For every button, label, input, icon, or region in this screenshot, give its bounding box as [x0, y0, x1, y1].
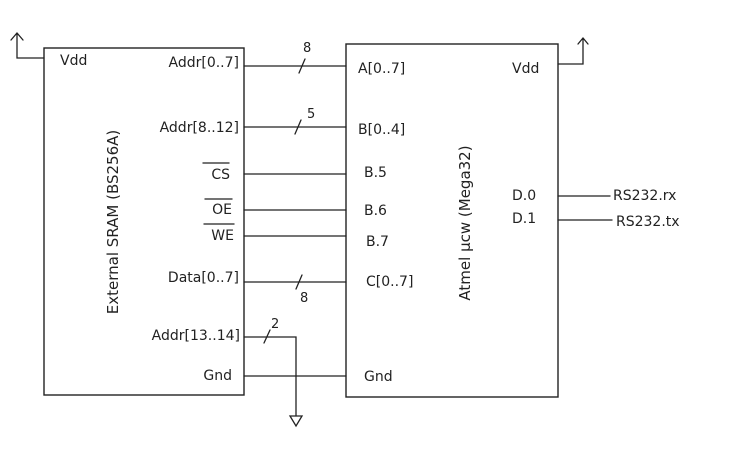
mcu-c-label: C[0..7]	[366, 274, 413, 290]
addr-lo-bus-slash	[298, 58, 306, 74]
mcu-d1-label: D.1	[512, 211, 536, 227]
mcu-vdd-label: Vdd	[512, 61, 539, 77]
mcu-b6-label: B.6	[364, 203, 387, 219]
sram-cs-label: CS	[211, 167, 230, 183]
data-bus-width: 8	[300, 291, 308, 306]
sram-addr-lo-label: Addr[0..7]	[169, 55, 240, 71]
sram-chip-box	[43, 47, 245, 396]
sram-vdd-supply-symbol	[10, 32, 45, 59]
mcu-b5-label: B.5	[364, 165, 387, 181]
addr-top-bus-slash	[263, 329, 271, 344]
mcu-b04-label: B[0..4]	[358, 122, 405, 138]
sram-oe-label: OE	[212, 202, 232, 218]
addr-lo-bus-width: 8	[303, 41, 311, 56]
mcu-b7-label: B.7	[366, 234, 389, 250]
addr-top-wire	[243, 336, 297, 417]
mcu-chip-title: Atmel μcw (Mega32)	[456, 145, 474, 300]
sram-we-label: WE	[211, 228, 234, 244]
sram-gnd-label: Gnd	[203, 368, 232, 384]
addr-hi-bus-slash	[294, 119, 302, 135]
sram-vdd-label: Vdd	[60, 53, 87, 69]
addr-hi-bus-width: 5	[307, 107, 315, 122]
mcu-a-label: A[0..7]	[358, 61, 405, 77]
rs232-tx-label: RS232.tx	[616, 214, 680, 230]
data-bus-slash	[295, 274, 303, 290]
ground-symbol	[288, 415, 304, 428]
sram-data-label: Data[0..7]	[168, 270, 239, 286]
mcu-vdd-supply-symbol	[557, 36, 589, 65]
sram-addr-top-label: Addr[13..14]	[152, 328, 240, 344]
rs232-rx-label: RS232.rx	[613, 188, 676, 204]
sram-addr-hi-label: Addr[8..12]	[160, 120, 239, 136]
sram-chip-title: External SRAM (BS256A)	[104, 130, 122, 314]
mcu-gnd-label: Gnd	[364, 369, 393, 385]
addr-top-bus-width: 2	[271, 317, 279, 332]
mcu-d0-label: D.0	[512, 188, 536, 204]
